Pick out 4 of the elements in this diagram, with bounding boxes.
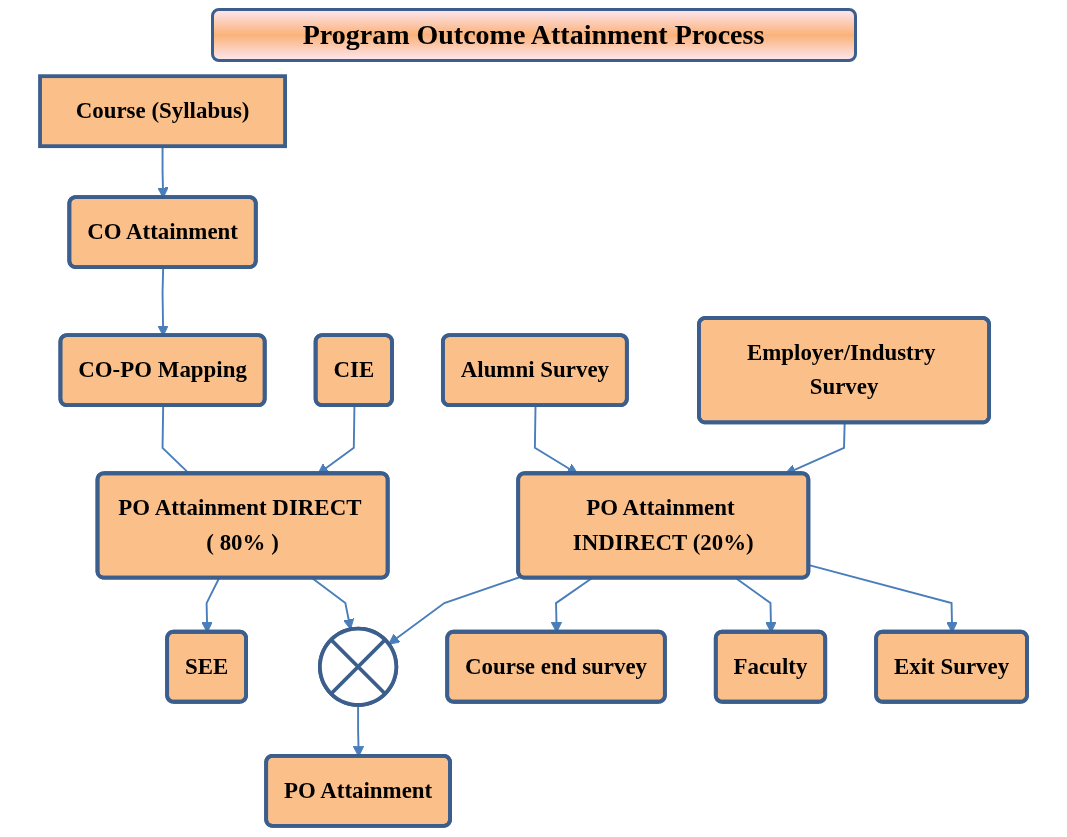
- arrow: [311, 577, 355, 630]
- title-banner: Program Outcome Attainment Process: [210, 8, 857, 62]
- arrow: [388, 575, 522, 645]
- node-box: Course (Syllabus): [38, 74, 287, 149]
